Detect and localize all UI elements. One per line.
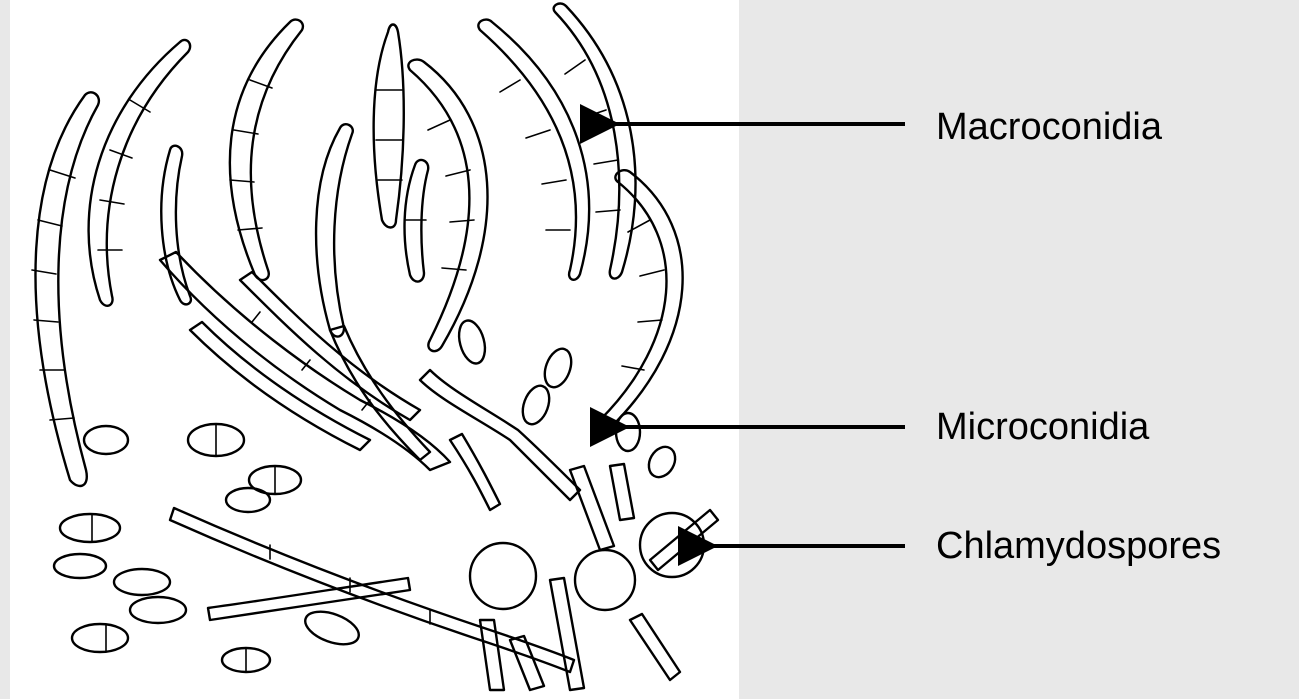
microconidia-label: Microconidia	[936, 408, 1149, 446]
chlamydospores-label: Chlamydospores	[936, 527, 1221, 565]
macroconidia-label: Macroconidia	[936, 108, 1162, 146]
